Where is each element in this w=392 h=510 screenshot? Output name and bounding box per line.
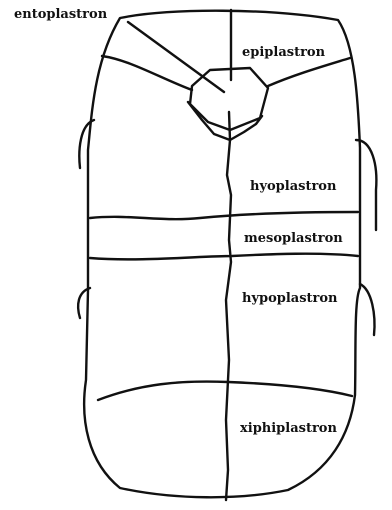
entoplastron-label: entoplastron xyxy=(14,7,108,22)
epi-hyo-suture-left xyxy=(102,56,192,90)
hyo-meso-suture xyxy=(90,212,358,219)
xiphiplastron-label: xiphiplastron xyxy=(240,421,337,436)
right-lower-bridge xyxy=(360,284,374,335)
hyoplastron-label: hyoplastron xyxy=(250,179,337,194)
meso-hypo-suture xyxy=(90,254,358,260)
hypoplastron-label: hypoplastron xyxy=(242,291,338,306)
epiplastron-label: epiplastron xyxy=(242,45,326,60)
left-upper-bridge xyxy=(79,120,94,168)
entoplastron-pointer xyxy=(128,22,224,92)
hypo-xiphi-suture xyxy=(98,382,352,400)
mesoplastron-label: mesoplastron xyxy=(244,231,343,246)
epi-hyo-suture-right xyxy=(268,58,350,86)
